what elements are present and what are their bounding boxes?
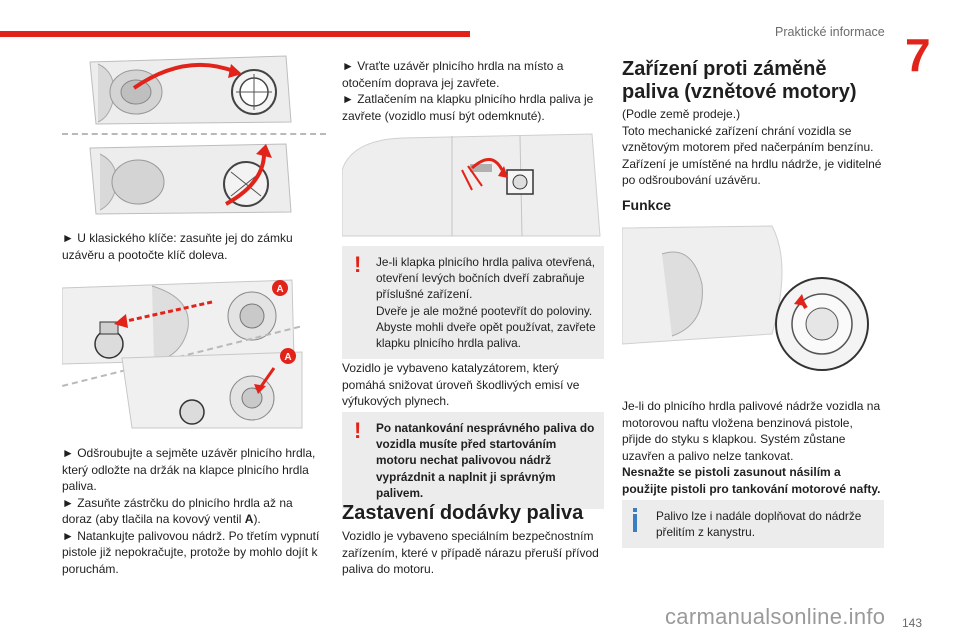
fuel-cap-key-illustration-top (89, 55, 292, 125)
step-insert-nozzle: ► Zasuňte zástrčku do plnicího hrdla až … (62, 495, 293, 527)
page-number: 143 (902, 616, 923, 630)
fuel-cap-key-illustration-bottom (89, 143, 292, 215)
exclamation-icon: ! (354, 418, 362, 443)
warning-text: Po natankování nesprávného paliva do voz… (376, 421, 595, 500)
heading-function: Funkce (622, 197, 672, 213)
misfuel-intro: (Podle země prodeje.) Toto mechanické za… (622, 106, 884, 189)
warning-text: Je-li klapka plnicího hrdla paliva otevř… (376, 255, 596, 302)
info-box-jerrycan: Palivo lze i nadále doplňovat do nádrže … (622, 500, 884, 549)
function-description: Je-li do plnicího hrdla palivové nádrže … (622, 399, 881, 463)
callout-label-a: A (276, 284, 283, 295)
heading-fuel-supply-cut: Zastavení dodávky paliva (342, 502, 584, 524)
step-insert-key: ► U klasického klíče: zasuňte jej do zám… (62, 231, 293, 262)
watermark: carmanualsonline.info (665, 604, 886, 629)
callout-label-a: A (284, 352, 291, 363)
step-fill-tank: ► Natankujte palivovou nádrž. Po třetím … (62, 528, 320, 576)
heading-misfuel-device: Zařízení proti záměně paliva (vznětové m… (622, 58, 857, 103)
section-title: Praktické informace (775, 25, 885, 39)
misfuel-inhibitor-illustration (622, 225, 869, 371)
step-remove-cap: ► Odšroubujte a sejměte uzávěr plnicího … (62, 446, 316, 493)
step-refit-cap: ► Vraťte uzávěr plnicího hrdla na místo … (342, 59, 564, 90)
middle-steps-close: ► Vraťte uzávěr plnicího hrdla na místo … (342, 58, 604, 124)
left-steps-refuel: ► Odšroubujte a sejměte uzávěr plnicího … (62, 445, 326, 577)
fuel-cap-removal-illustration-bottom: A (121, 348, 303, 429)
info-icon (633, 508, 637, 534)
misfuel-description: Toto mechanické zařízení chrání vozidla … (622, 123, 882, 188)
function-advice: Nesnažte se pistoli zasunout násilím a p… (622, 465, 881, 496)
info-text: Palivo lze i nadále doplňovat do nádrže … (656, 509, 862, 540)
catalyst-paragraph: Vozidlo je vybaveno katalyzátorem, který… (342, 361, 580, 408)
function-paragraph: Je-li do plnicího hrdla palivové nádrže … (622, 398, 884, 497)
chapter-number: 7 (905, 29, 931, 81)
header-accent-bar (0, 31, 470, 37)
van-fuel-flap-illustration (342, 133, 601, 237)
fuel-cap-removal-illustration-top: A (62, 279, 295, 365)
fuel-cut-paragraph: Vozidlo je vybaveno speciálním bezpečnos… (342, 529, 599, 576)
warning-box-side-door: ! Je-li klapka plnicího hrdla paliva ote… (342, 246, 604, 360)
warning-text: Dveře je ale možné pootevřít do poloviny… (376, 303, 596, 351)
warning-box-wrong-fuel: ! Po natankování nesprávného paliva do v… (342, 412, 604, 510)
exclamation-icon: ! (354, 252, 362, 277)
figure-divider (62, 133, 326, 135)
country-note: (Podle země prodeje.) (622, 107, 741, 121)
step-close-flap: ► Zatlačením na klapku plnicího hrdla pa… (342, 92, 594, 123)
